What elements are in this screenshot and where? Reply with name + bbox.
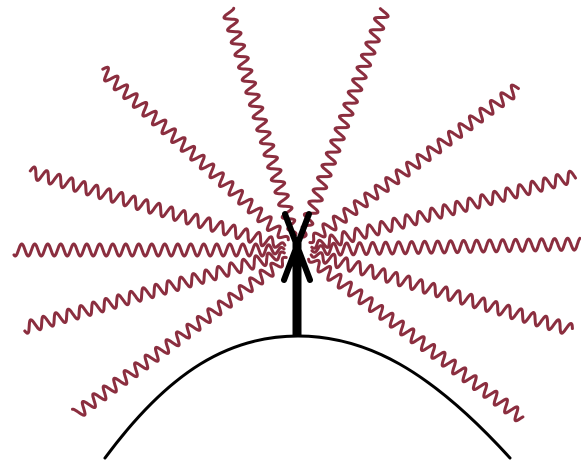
wavy-lines-group bbox=[14, 8, 580, 420]
wavy-line-7 bbox=[14, 244, 284, 256]
wavy-line-10 bbox=[311, 253, 572, 334]
wavy-line-2 bbox=[302, 9, 388, 237]
wavy-line-4 bbox=[310, 85, 519, 243]
wavy-line-6 bbox=[312, 171, 576, 248]
wavy-line-1 bbox=[224, 8, 296, 236]
wavy-line-5 bbox=[30, 167, 284, 247]
wavy-line-9 bbox=[25, 252, 285, 333]
